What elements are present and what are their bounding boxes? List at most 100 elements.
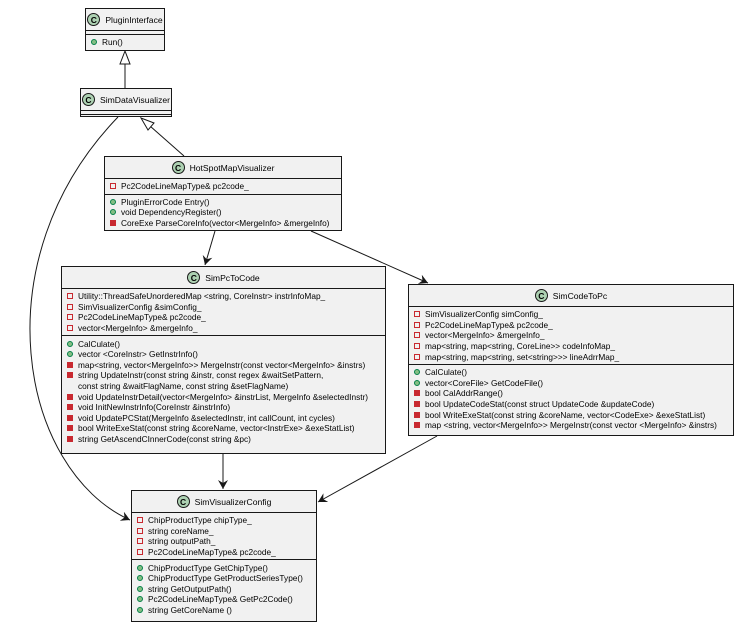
member-text: vector<MergeInfo> &mergeInfo_: [425, 330, 545, 341]
class-fields-section: ChipProductType chipType_string coreName…: [132, 513, 316, 561]
public-visibility-icon: [137, 575, 143, 582]
public-visibility-icon: [414, 379, 420, 386]
member-text: Run(): [102, 37, 123, 48]
edge-hotspot-pctocode: [202, 230, 216, 266]
method-row: string GetCoreName (): [137, 605, 312, 616]
edge-inherit-hotspot-simdata: [149, 125, 185, 157]
method-row: void DependencyRegister(): [110, 207, 337, 218]
member-text: Pc2CodeLineMapType& GetPc2Code(): [148, 594, 293, 605]
member-text: map<string, map<string, set<string>>> li…: [425, 351, 620, 362]
member-text: map<string, map<string, CoreLine>> codeI…: [425, 341, 616, 352]
field-row: map<string, map<string, CoreLine>> codeI…: [414, 341, 729, 352]
method-row: Pc2CodeLineMapType& GetPc2Code(): [137, 594, 312, 605]
public-visibility-icon: [91, 39, 97, 46]
class-methods-section: ChipProductType GetChipType()ChipProduct…: [132, 560, 316, 617]
member-text: string UpdateInstr(const string &instr, …: [78, 370, 324, 381]
method-row: string GetOutputPath(): [137, 584, 312, 595]
method-row: bool CalAddrRange(): [414, 388, 729, 399]
member-text: vector<CoreFile> GetCodeFile(): [425, 377, 544, 388]
member-text: vector<MergeInfo> &mergeInfo_: [78, 323, 198, 334]
member-text: string GetAscendCInnerCode(const string …: [78, 434, 251, 445]
field-row: string coreName_: [137, 526, 312, 537]
method-row: void UpdateInstrDetail(vector<MergeInfo>…: [67, 391, 381, 402]
class-circle-icon: C: [534, 289, 548, 302]
member-text: CoreExe ParseCoreInfo(vector<MergeInfo> …: [121, 218, 330, 229]
class-fields-section: Utility::ThreadSafeUnorderedMap <string,…: [62, 289, 385, 337]
inherit-triangle-simdata: [139, 117, 155, 131]
class-name: HotSpotMapVisualizer: [189, 162, 275, 173]
public-visibility-icon: [414, 369, 420, 376]
public-visibility-icon: [67, 340, 73, 347]
field-row: Pc2CodeLineMapType& pc2code_: [137, 547, 312, 558]
public-visibility-icon: [67, 351, 73, 358]
field-row: SimVisualizerConfig &simConfig_: [67, 302, 381, 313]
public-visibility-icon: [110, 209, 116, 216]
class-header: C PluginInterface: [86, 9, 164, 31]
class-fields-section: [86, 31, 164, 35]
private-visibility-icon: [67, 436, 73, 443]
field-row: vector<MergeInfo> &mergeInfo_: [414, 330, 729, 341]
member-text: Pc2CodeLineMapType& pc2code_: [121, 181, 249, 192]
field-row: string outputPath_: [137, 536, 312, 547]
inherit-triangle-plugin: [119, 49, 131, 65]
method-row: ChipProductType GetProductSeriesType(): [137, 573, 312, 584]
member-text: string coreName_: [148, 525, 214, 536]
class-fields-section: [81, 111, 171, 115]
field-row: Pc2CodeLineMapType& pc2code_: [110, 181, 337, 192]
method-row: vector<CoreFile> GetCodeFile(): [414, 378, 729, 389]
private-visibility-icon: [67, 361, 73, 368]
class-name: PluginInterface: [105, 14, 163, 25]
public-visibility-icon: [137, 596, 143, 603]
member-text: const string &waitFlagName, const string…: [78, 381, 289, 392]
method-row: string UpdateInstr(const string &instr, …: [67, 370, 381, 381]
member-text: bool UpdateCodeStat(const struct UpdateC…: [425, 399, 655, 410]
member-text: ChipProductType GetChipType(): [148, 562, 268, 573]
method-row: map <string, vector<MergeInfo>> MergeIns…: [414, 420, 729, 431]
class-circle-icon: C: [176, 495, 190, 508]
member-text: string GetOutputPath(): [148, 583, 232, 594]
class-circle-icon: C: [87, 13, 101, 26]
private-visibility-icon: [67, 372, 73, 379]
public-visibility-icon: [110, 198, 116, 205]
member-text: SimVisualizerConfig simConfig_: [425, 309, 543, 320]
class-methods-section: Run(): [86, 35, 164, 50]
field-row: ChipProductType chipType_: [137, 515, 312, 526]
method-row: PluginErrorCode Entry(): [110, 197, 337, 208]
private-visibility-icon: [414, 353, 420, 360]
class-fields-section: SimVisualizerConfig simConfig_Pc2CodeLin…: [409, 307, 733, 365]
member-text: void UpdateInstrDetail(vector<MergeInfo>…: [78, 391, 369, 402]
member-text: bool WriteExeStat(const string &coreName…: [78, 423, 355, 434]
member-text: map <string, vector<MergeInfo>> MergeIns…: [425, 420, 717, 431]
member-text: Utility::ThreadSafeUnorderedMap <string,…: [78, 291, 326, 302]
private-visibility-icon: [414, 332, 420, 339]
member-text: map<string, vector<MergeInfo>> MergeInst…: [78, 359, 366, 370]
method-row: CalCulate(): [67, 338, 381, 349]
member-text: Pc2CodeLineMapType& pc2code_: [425, 319, 553, 330]
private-visibility-icon: [67, 414, 73, 421]
class-fields-section: Pc2CodeLineMapType& pc2code_: [105, 179, 341, 195]
member-text: ChipProductType chipType_: [148, 515, 252, 526]
member-text: CalCulate(): [78, 338, 120, 349]
field-row: SimVisualizerConfig simConfig_: [414, 309, 729, 320]
edge-codetopc-config: [317, 435, 438, 503]
member-text: Pc2CodeLineMapType& pc2code_: [78, 312, 206, 323]
method-row: void InitNewInstrInfo(CoreInstr &instrIn…: [67, 402, 381, 413]
member-text: PluginErrorCode Entry(): [121, 196, 210, 207]
member-text: void UpdatePCStat(MergeInfo &selectedIns…: [78, 412, 335, 423]
member-text: void DependencyRegister(): [121, 207, 222, 218]
private-visibility-icon: [137, 527, 143, 534]
private-visibility-icon: [414, 343, 420, 350]
public-visibility-icon: [137, 585, 143, 592]
edge-simdata-config: [29, 116, 131, 521]
field-row: Pc2CodeLineMapType& pc2code_: [67, 312, 381, 323]
